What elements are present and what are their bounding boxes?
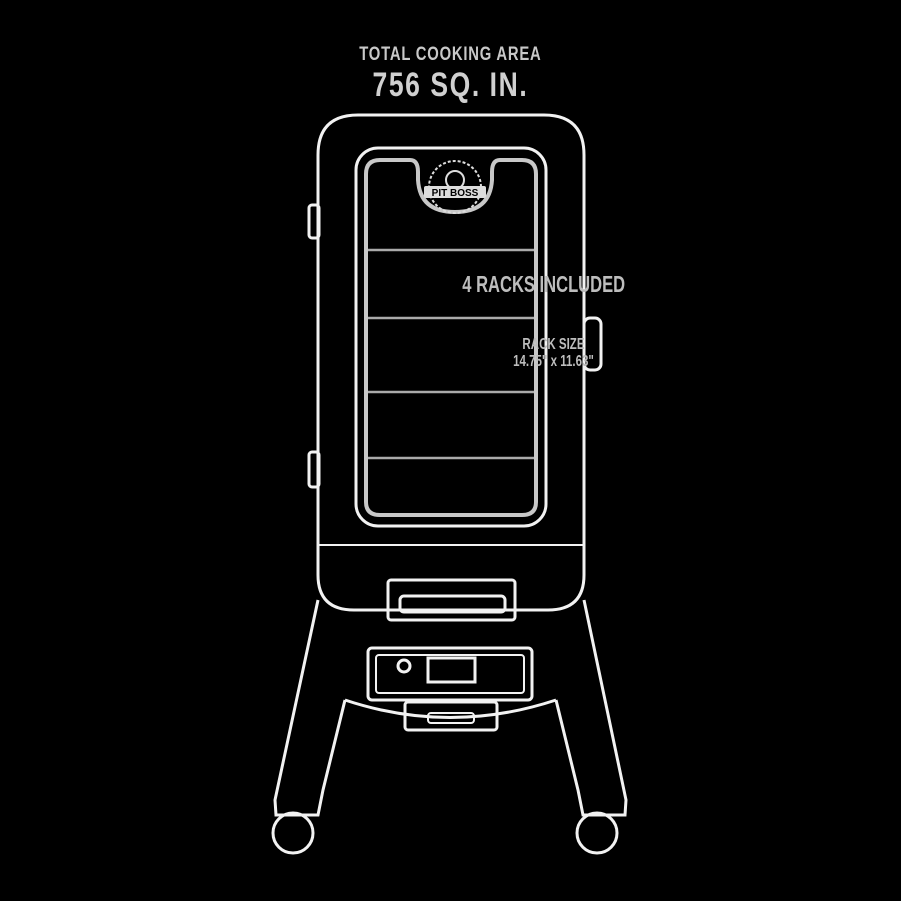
rack-size-value: 14.75" x 11.63" (513, 353, 594, 370)
logo-text: PIT BOSS (432, 188, 479, 199)
door-window (354, 146, 548, 528)
wheel-icon (271, 811, 315, 855)
racks-included-label: 4 RACKS INCLUDED (462, 271, 626, 297)
hinge-icon (307, 203, 321, 489)
ash-drawer (386, 578, 517, 622)
door-handle (582, 316, 603, 372)
display (426, 656, 477, 684)
legs (273, 599, 628, 817)
rack-size-label: RACK SIZE (522, 336, 585, 353)
wheel-icon (575, 811, 619, 855)
knob-icon (396, 658, 412, 674)
total-cooking-area-label: TOTAL COOKING AREA (359, 44, 542, 65)
total-cooking-area-value: 756 SQ. IN. (372, 66, 529, 104)
lower-drawer (403, 700, 499, 732)
control-panel (366, 646, 534, 702)
pit-boss-logo: PIT BOSS (424, 160, 486, 214)
rack-lines (368, 248, 534, 460)
smoker-body (316, 113, 586, 612)
